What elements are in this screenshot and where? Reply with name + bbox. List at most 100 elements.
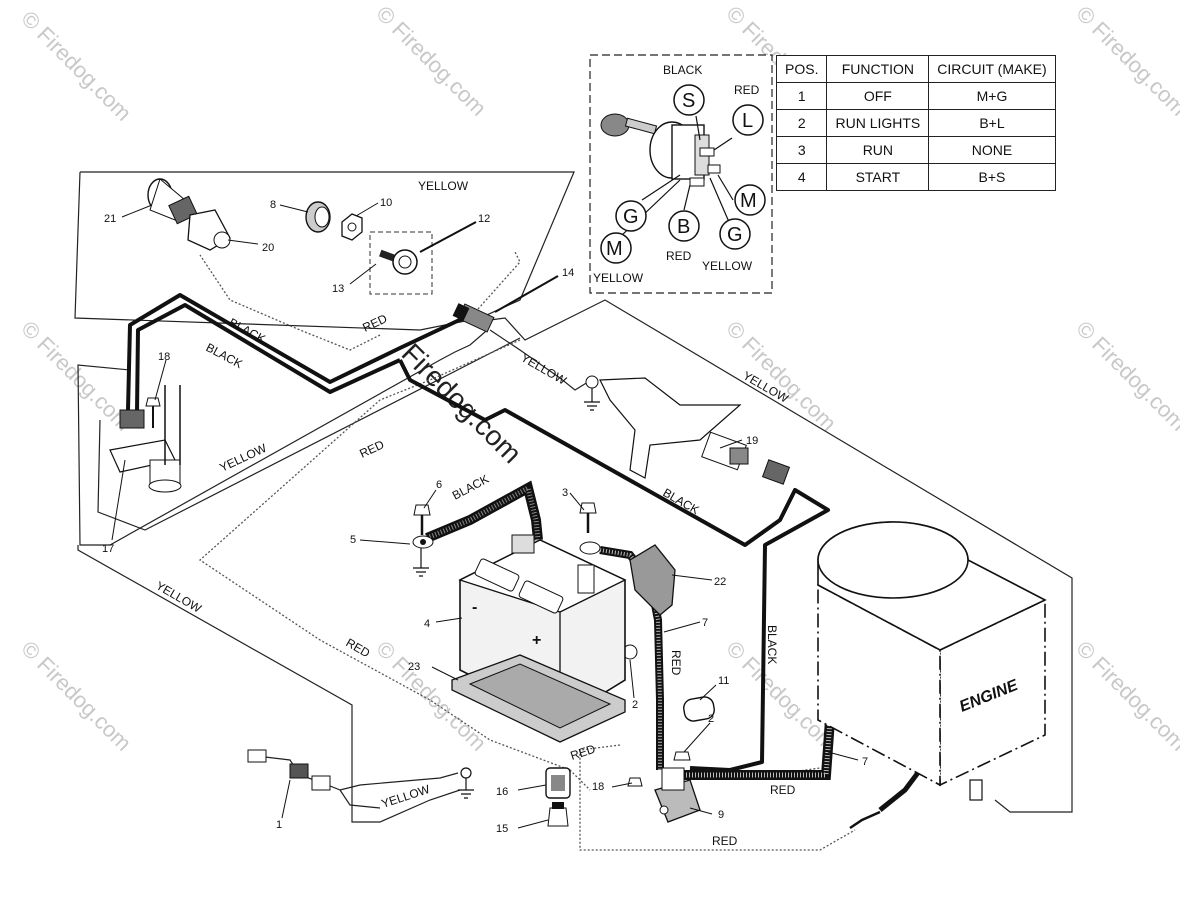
pin-m-right-label: M: [740, 190, 757, 212]
callout-3: 3: [562, 487, 568, 499]
label-yellow-bracket: YELLOW: [519, 350, 570, 387]
callout-1: 1: [276, 819, 282, 831]
label-red-mid: RED: [357, 437, 386, 461]
callout-11: 11: [718, 675, 729, 687]
yellow-harness-lower: [77, 545, 461, 823]
ignition-switch-small: [379, 249, 418, 275]
watermark-1: © Firedog.com: [16, 6, 136, 126]
yellow-panel-inner: [97, 337, 521, 531]
callout-12: 12: [478, 213, 490, 225]
row-circuit: M+G: [928, 82, 1056, 110]
label-red-vertical: RED: [669, 650, 683, 676]
table-row: 1 OFF M+G: [775, 82, 1056, 110]
callout-2-battery: 2: [632, 699, 638, 711]
row-circuit: B+S: [928, 163, 1056, 191]
battery-negative-mark: -: [472, 599, 477, 616]
callout-21: 21: [104, 213, 116, 225]
callout-14: 14: [562, 267, 574, 279]
terminal-cover-22: [629, 544, 676, 616]
label-black-vertical: BLACK: [765, 625, 779, 664]
key-icon: [600, 113, 658, 137]
row-function: OFF: [826, 82, 930, 110]
black-wire-long: [398, 359, 830, 772]
pin-l: L: [732, 104, 764, 136]
watermark-11: © Firedog.com: [1071, 636, 1180, 756]
callout-7-top: 7: [702, 617, 708, 629]
pin-b-label: B: [677, 216, 690, 238]
ignition-key-inset: [369, 231, 433, 295]
ignition-switch-inset: S L G B M M G BLACK RED RED YELLOW: [589, 54, 773, 294]
label-red-solenoid: RED: [770, 783, 796, 797]
inset-label-black: BLACK: [663, 63, 702, 77]
row-circuit: NONE: [928, 136, 1056, 164]
row-function: RUN: [826, 136, 930, 164]
callout-18-top: 18: [158, 351, 170, 363]
bezel-and-nut: [305, 201, 363, 241]
pin-l-label: L: [742, 110, 753, 132]
engine-box-left: [817, 583, 941, 787]
label-red-lower: RED: [344, 635, 373, 660]
pin-b: B: [668, 210, 700, 242]
yellow-harness-left: [77, 319, 491, 546]
neg-battery-cable: [425, 480, 543, 543]
inset-label-red-bottom: RED: [666, 249, 692, 263]
label-red-key: RED: [360, 311, 389, 335]
callout-15: 15: [496, 823, 508, 835]
black-wires: [126, 293, 830, 772]
table-row: 2 RUN LIGHTS B+L: [775, 109, 1056, 137]
pin-g-left: G: [615, 200, 647, 232]
pin-s: S: [673, 84, 705, 116]
label-red-bottom: RED: [712, 834, 738, 848]
pin-g-right: G: [719, 218, 751, 250]
row-function: START: [826, 163, 930, 191]
inset-label-yellow-right: YELLOW: [702, 259, 753, 273]
switch-function-table: POS. FUNCTION CIRCUIT (MAKE) 1 OFF M+G 2…: [775, 55, 1056, 191]
battery-positive-mark: +: [532, 632, 541, 649]
row-function: RUN LIGHTS: [826, 109, 930, 137]
callout-4: 4: [424, 618, 430, 630]
callout-2-solenoid: 2: [708, 713, 714, 725]
battery-tray: [451, 654, 626, 743]
pin-s-label: S: [682, 90, 695, 112]
label-yellow-top: YELLOW: [418, 179, 469, 193]
harness-connectors-1: [247, 749, 331, 791]
starter-solenoid: [627, 751, 701, 823]
red-wire-key: [199, 254, 381, 351]
callout-leaders: [111, 202, 859, 829]
yellow-ground-lead: [339, 772, 459, 791]
switch-bracket: [585, 375, 791, 485]
row-pos: 3: [775, 136, 828, 164]
callout-17: 17: [102, 543, 114, 555]
header-pos: POS.: [775, 55, 828, 83]
callout-6: 6: [436, 479, 442, 491]
callout-18-bottom: 18: [592, 781, 604, 793]
connector-14: [452, 303, 495, 333]
callout-16: 16: [496, 786, 508, 798]
watermark-5: © Firedog.com: [16, 316, 136, 436]
table-header-row: POS. FUNCTION CIRCUIT (MAKE): [775, 55, 1056, 83]
row-pos: 1: [775, 82, 828, 110]
switch-body: [649, 121, 721, 187]
bolt-18-top: [145, 397, 161, 428]
red-wire-upper: [198, 339, 591, 791]
callout-20: 20: [262, 242, 274, 254]
header-function: FUNCTION: [826, 55, 930, 83]
callout-19: 19: [746, 435, 758, 447]
black-wire-upper: [126, 293, 471, 411]
table-row: 3 RUN NONE: [775, 136, 1056, 164]
pin-g-left-label: G: [623, 206, 639, 228]
watermark-6: © Firedog.com: [721, 316, 841, 436]
red-wire-key-2: [469, 251, 521, 319]
watermark-4: © Firedog.com: [1071, 1, 1180, 121]
pin-m-left-label: M: [606, 238, 623, 260]
callout-9: 9: [718, 809, 724, 821]
header-circuit: CIRCUIT (MAKE): [928, 55, 1056, 83]
label-yellow-lower: YELLOW: [380, 782, 433, 811]
callout-7-bottom: 7: [862, 756, 868, 768]
headlight-assembly: [147, 178, 231, 251]
label-black-2: BLACK: [204, 340, 245, 371]
watermark-center: Firedog.com: [396, 337, 528, 469]
callout-22: 22: [714, 576, 726, 588]
pin-m-left: M: [600, 232, 632, 264]
